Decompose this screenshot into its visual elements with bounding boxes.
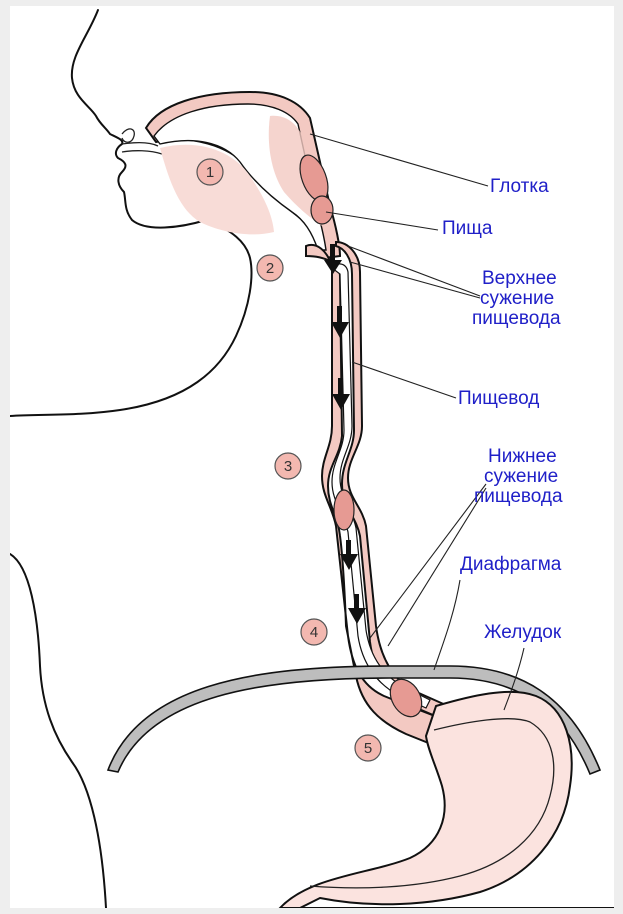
- label-diaphragm: Диафрагма: [460, 554, 562, 575]
- stage-2-number: 2: [266, 260, 274, 277]
- label-lower-sphincter-line3: пищевода: [474, 486, 563, 507]
- label-stomach: Желудок: [484, 622, 562, 643]
- esophagus-right-wall: [336, 242, 448, 718]
- leader-esophagus: [352, 362, 456, 398]
- leader-pharynx: [310, 134, 488, 186]
- stage-3: 3: [275, 453, 301, 479]
- anatomy-svg: 1 2 3 4 5 Глотка Пища Верхнее сужение пи…: [10, 6, 614, 908]
- leader-upper-sphincter-a: [348, 246, 480, 296]
- label-upper-sphincter-line2: сужение: [480, 288, 554, 309]
- label-lower-sphincter-line1: Нижнее: [488, 446, 557, 467]
- torso-outline: [10, 554, 106, 908]
- label-lower-sphincter-line2: сужение: [484, 466, 558, 487]
- stage-5: 5: [355, 735, 381, 761]
- leader-diaphragm: [434, 580, 460, 670]
- label-upper-sphincter-line1: Верхнее: [482, 268, 557, 289]
- label-food: Пища: [442, 218, 493, 239]
- stage-3-number: 3: [284, 458, 292, 475]
- label-pharynx: Глотка: [490, 176, 549, 197]
- lips: [122, 143, 162, 154]
- stage-1-number: 1: [206, 164, 214, 181]
- nostril: [122, 129, 134, 142]
- stage-4: 4: [301, 619, 327, 645]
- stage-4-number: 4: [310, 624, 318, 641]
- food-bolus-middle: [334, 490, 354, 530]
- stomach: [280, 692, 614, 908]
- label-upper-sphincter-line3: пищевода: [472, 308, 561, 329]
- stage-2: 2: [257, 255, 283, 281]
- stage-5-number: 5: [364, 740, 372, 757]
- leader-food: [326, 212, 438, 230]
- stage-1: 1: [197, 159, 223, 185]
- leader-upper-sphincter-b: [350, 262, 480, 298]
- label-esophagus: Пищевод: [458, 388, 539, 409]
- swallowing-diagram: 1 2 3 4 5 Глотка Пища Верхнее сужение пи…: [10, 6, 614, 908]
- food-bolus-pharynx-2: [311, 196, 333, 224]
- jaw-line: [10, 220, 251, 416]
